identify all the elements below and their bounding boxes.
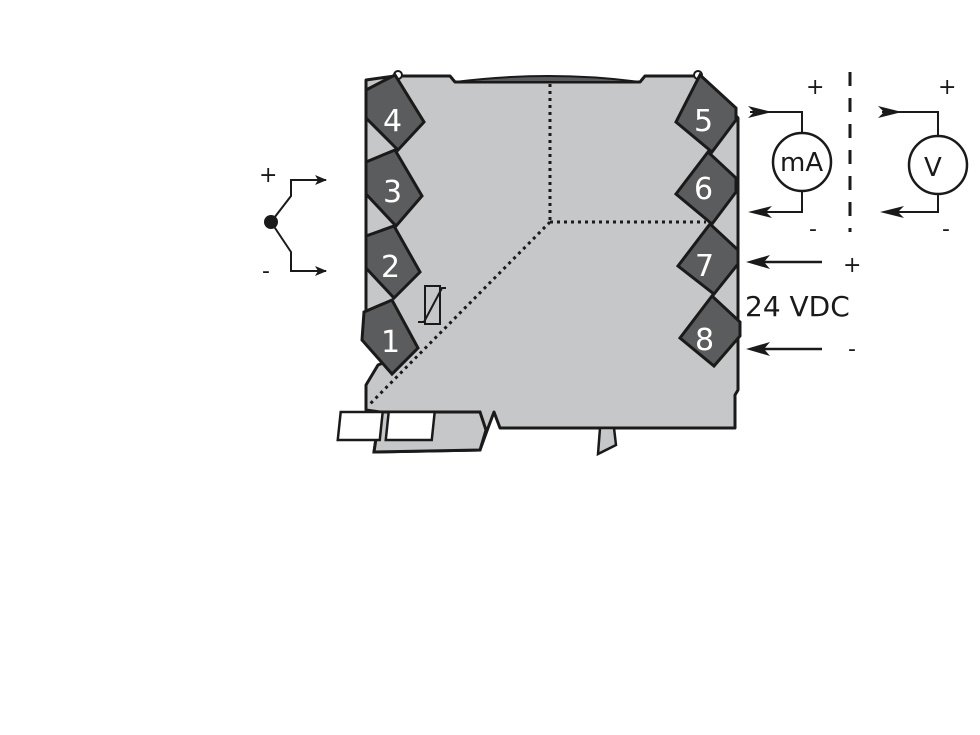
voltage-output: + - V bbox=[878, 75, 969, 242]
current-minus-label: - bbox=[809, 217, 817, 242]
terminal-7[interactable]: 7 bbox=[675, 221, 740, 297]
input-minus-label: - bbox=[262, 259, 270, 284]
terminal-5[interactable]: 5 bbox=[674, 72, 738, 155]
power-supply-label: 24 VDC bbox=[745, 290, 850, 323]
terminal-6[interactable]: 6 bbox=[673, 149, 738, 227]
current-output: + - mA bbox=[748, 75, 833, 242]
ammeter-label: mA bbox=[780, 148, 823, 178]
power-plus-label: + bbox=[843, 253, 861, 278]
terminal-4[interactable]: 4 bbox=[364, 73, 426, 153]
terminal-4-label: 4 bbox=[383, 104, 402, 139]
terminal-7-label: 7 bbox=[695, 249, 714, 284]
terminal-3[interactable]: 3 bbox=[364, 148, 424, 229]
terminal-8-label: 8 bbox=[695, 323, 714, 358]
ammeter-icon bbox=[771, 131, 833, 193]
voltmeter-icon bbox=[907, 134, 969, 196]
terminal-3-label: 3 bbox=[383, 175, 402, 210]
module-housing bbox=[336, 70, 740, 457]
voltage-plus-label: + bbox=[938, 75, 956, 100]
current-plus-label: + bbox=[806, 75, 824, 100]
voltage-minus-label: - bbox=[942, 217, 950, 242]
terminal-1[interactable]: 1 bbox=[360, 298, 420, 377]
terminal-2-label: 2 bbox=[381, 250, 400, 285]
terminal-6-label: 6 bbox=[694, 172, 713, 207]
terminal-1-label: 1 bbox=[381, 325, 400, 360]
thermocouple-junction-icon bbox=[264, 215, 278, 229]
terminal-2[interactable]: 2 bbox=[364, 224, 422, 301]
thermistor-icon bbox=[418, 285, 446, 325]
thermocouple-input: + - bbox=[259, 163, 327, 284]
voltmeter-label: V bbox=[924, 153, 942, 183]
power-minus-label: - bbox=[848, 337, 856, 362]
terminal-5-label: 5 bbox=[694, 104, 713, 139]
power-supply: + 24 VDC - bbox=[745, 253, 861, 362]
din-foot bbox=[596, 426, 618, 457]
terminal-8[interactable]: 8 bbox=[677, 293, 742, 369]
input-plus-label: + bbox=[259, 163, 277, 188]
